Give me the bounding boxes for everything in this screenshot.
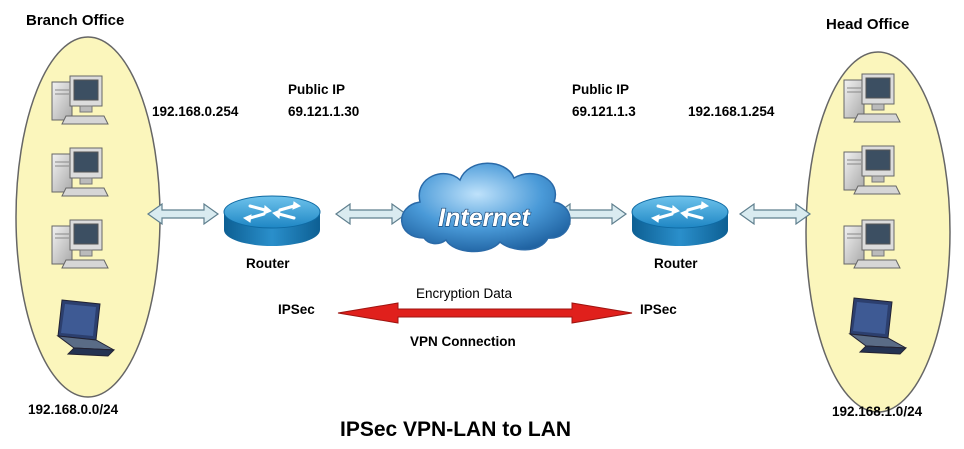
branch-router-label: Router (246, 256, 290, 272)
vpn-tunnel-arrow (338, 303, 632, 323)
head-ipsec-label: IPSec (640, 302, 677, 318)
link-arrow (740, 204, 810, 224)
internet-cloud-icon: Internet (402, 163, 570, 251)
vpn-connection-label: VPN Connection (410, 334, 516, 350)
head-subnet: 192.168.1.0/24 (832, 404, 922, 420)
desktop-computer-icon (52, 76, 108, 124)
branch-office-title: Branch Office (26, 12, 124, 29)
head-router-label: Router (654, 256, 698, 272)
head-office-title: Head Office (826, 16, 909, 33)
internet-label: Internet (438, 204, 531, 232)
desktop-computer-icon (844, 74, 900, 122)
desktop-computer-icon (844, 220, 900, 268)
head-public-ip-label: Public IP (572, 82, 629, 98)
link-arrow (148, 204, 218, 224)
router-icon (224, 196, 320, 246)
desktop-computer-icon (52, 148, 108, 196)
encryption-data-label: Encryption Data (416, 286, 512, 302)
branch-public-ip: 69.121.1.30 (288, 104, 359, 120)
branch-ipsec-label: IPSec (278, 302, 315, 318)
branch-lan-ip: 192.168.0.254 (152, 104, 238, 120)
desktop-computer-icon (52, 220, 108, 268)
head-public-ip: 69.121.1.3 (572, 104, 636, 120)
router-icon (632, 196, 728, 246)
branch-subnet: 192.168.0.0/24 (28, 402, 118, 418)
diagram-caption: IPSec VPN-LAN to LAN (340, 418, 571, 442)
link-arrow (336, 204, 406, 224)
head-lan-ip: 192.168.1.254 (688, 104, 774, 120)
branch-public-ip-label: Public IP (288, 82, 345, 98)
desktop-computer-icon (844, 146, 900, 194)
